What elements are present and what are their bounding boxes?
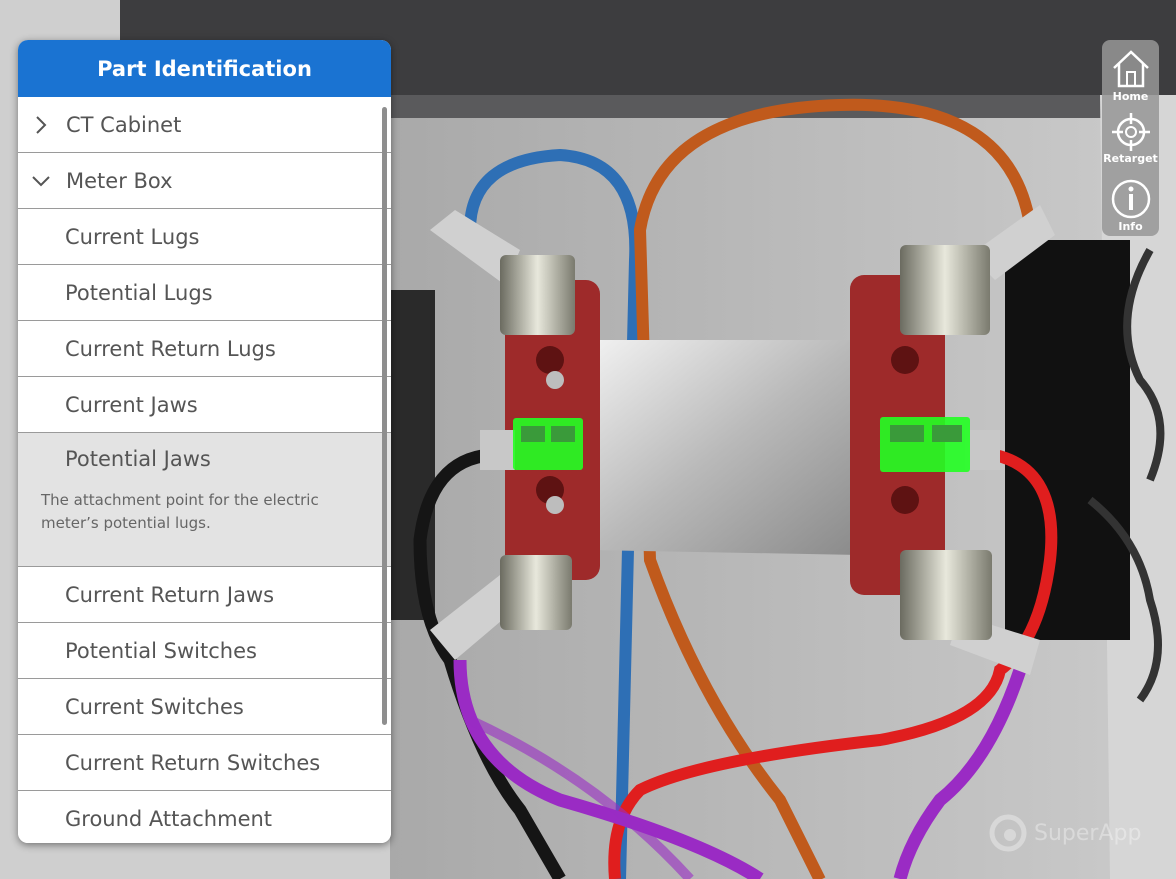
list-item-label: Current Lugs xyxy=(65,224,200,249)
list-item-label: Potential Jaws xyxy=(65,447,211,471)
retarget-label: Retarget xyxy=(1103,152,1158,165)
list-item[interactable]: Current Return Jaws xyxy=(18,567,391,623)
home-label: Home xyxy=(1112,90,1149,103)
list-item-label: Current Jaws xyxy=(65,392,198,417)
list-item[interactable]: Potential Switches xyxy=(18,623,391,679)
list-item[interactable]: Current Return Switches xyxy=(18,735,391,791)
list-item-label: Meter Box xyxy=(66,168,173,193)
list-item[interactable]: Current Switches xyxy=(18,679,391,735)
superapp-watermark: SuperApp xyxy=(988,813,1141,853)
info-icon xyxy=(1111,179,1150,219)
potential-jaws-highlight xyxy=(513,417,970,472)
panel-title: Part Identification xyxy=(18,40,391,97)
list-item-label: Current Return Jaws xyxy=(65,582,275,607)
chevron-down-icon xyxy=(32,175,50,186)
list-item-label: Ground Attachment xyxy=(65,806,273,831)
right-toolbar: Home Retarget Info xyxy=(1102,40,1159,236)
list-item-label: CT Cabinet xyxy=(66,112,182,137)
list-item[interactable]: Potential Lugs xyxy=(18,265,391,321)
info-label: Info xyxy=(1118,220,1143,233)
list-item[interactable]: Ground Attachment xyxy=(18,791,391,843)
watermark-text: SuperApp xyxy=(1034,820,1142,846)
list-item-label: Current Return Lugs xyxy=(65,336,276,361)
list-item-label: Potential Lugs xyxy=(65,280,213,305)
scrollbar[interactable] xyxy=(382,107,387,725)
home-button[interactable]: Home xyxy=(1102,48,1159,103)
retarget-button[interactable]: Retarget xyxy=(1102,112,1159,165)
crosshair-icon xyxy=(1111,113,1150,151)
list-item[interactable]: Current Lugs xyxy=(18,209,391,265)
list-item-label: Potential Switches xyxy=(65,638,257,663)
home-icon xyxy=(1112,50,1149,88)
info-button[interactable]: Info xyxy=(1102,178,1159,233)
superapp-logo-icon xyxy=(989,814,1027,852)
list-item[interactable]: Current Return Lugs xyxy=(18,321,391,377)
list-item-label: Current Return Switches xyxy=(65,750,321,775)
list-item[interactable]: CT Cabinet xyxy=(18,97,391,153)
part-description: The attachment point for the electric me… xyxy=(41,491,319,532)
list-item[interactable]: Meter Box xyxy=(18,153,391,209)
list-item[interactable]: Current Jaws xyxy=(18,377,391,433)
list-item-label: Current Switches xyxy=(65,694,244,719)
chevron-right-icon xyxy=(36,115,47,134)
